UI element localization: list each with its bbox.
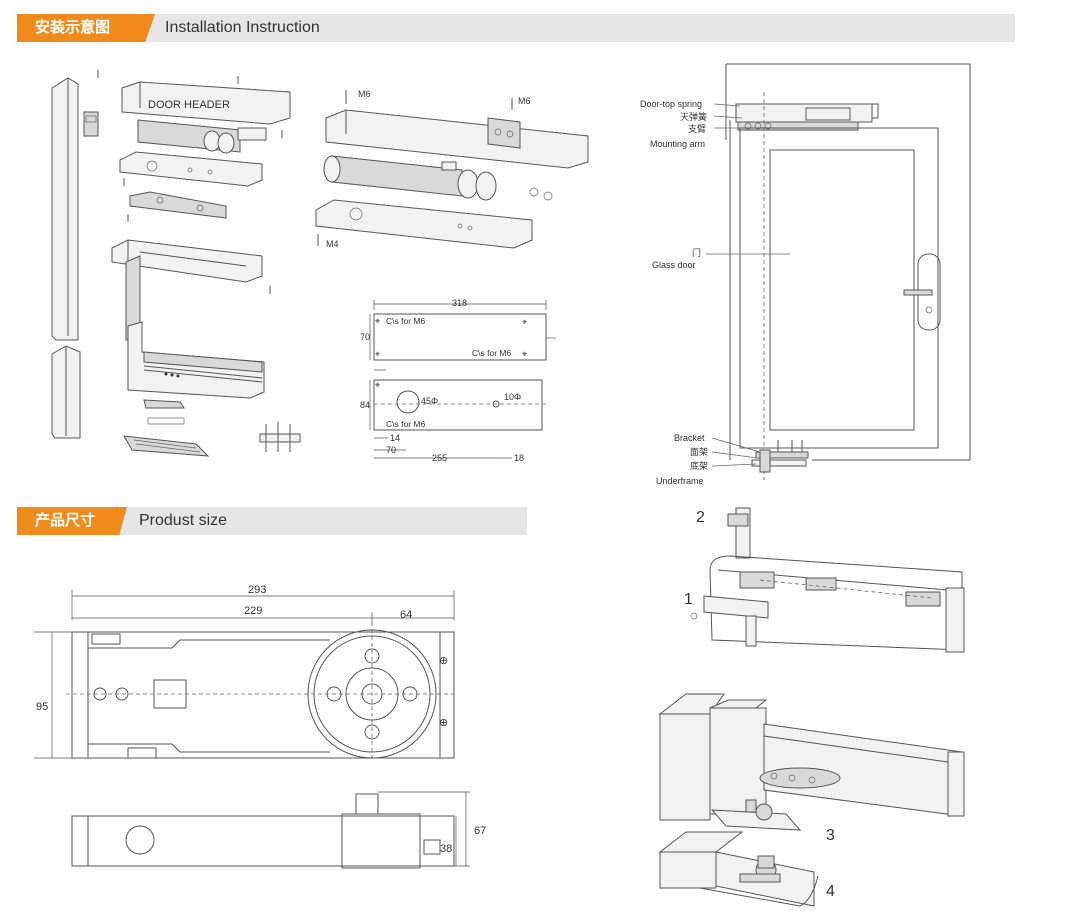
svg-text:⌖: ⌖ [375, 316, 380, 326]
dim-70b: 70 [386, 445, 396, 455]
svg-text:⌖: ⌖ [522, 317, 527, 327]
dim-293: 293 [248, 584, 266, 596]
section-header-product-size: 产品尺寸 Produst size [17, 507, 527, 535]
label-glass-door-en: Glass door [652, 260, 696, 270]
hole-label-2: C\s for M6 [472, 348, 511, 358]
svg-text:⌖: ⌖ [375, 349, 380, 359]
hole-label-3: C\s for M6 [386, 419, 425, 429]
svg-text:⌖: ⌖ [375, 380, 380, 390]
label-mounting-arm-en: Mounting arm [650, 139, 705, 149]
dia-45: 45Φ [421, 396, 438, 406]
dim-64: 64 [400, 609, 412, 621]
label-door-top-spring-cn: 天弹簧 [680, 111, 707, 122]
section-tag-product-size: 产品尺寸 [17, 507, 127, 535]
spring-assembly-detail: M6 M6 M4 [315, 89, 589, 249]
section-header-installation: 安装示意图 Installation Instruction [17, 14, 1015, 42]
svg-text:⊕: ⊕ [439, 717, 448, 729]
door-header-label: DOOR HEADER [148, 99, 230, 111]
dim-318: 318 [452, 298, 467, 308]
dim-67: 67 [474, 825, 486, 837]
assembly-views: 2 1 3 4 [658, 507, 965, 907]
dim-255: 255 [432, 453, 447, 463]
callout-3: 3 [826, 827, 835, 844]
callout-4: 4 [826, 883, 835, 900]
dim-14: 14 [390, 433, 400, 443]
dim-229: 229 [244, 605, 262, 617]
hole-label-1: C\s for M6 [386, 316, 425, 326]
glass-door-elevation: Door-top spring 天弹簧 支臂 Mounting arm 门 Gl… [640, 63, 971, 486]
label-underframe-cn: 底架 [690, 460, 708, 471]
label-bracket-cn: 面架 [690, 447, 708, 457]
dim-95: 95 [36, 701, 48, 713]
callout-1: 1 [684, 591, 693, 608]
screw-m6-label-a: M6 [358, 89, 371, 99]
svg-text:⊕: ⊕ [439, 655, 448, 667]
label-glass-door-cn: 门 [692, 247, 701, 258]
screw-m6-label-b: M6 [518, 96, 531, 106]
product-size-drawing: 293 229 64 ⊕ ⊕ 95 [34, 584, 486, 869]
plate-dimension-drawing: 318 70 C\s for M6 C\s for M6 ⌖ ⌖ ⌖ ⌖ 84 … [360, 298, 556, 463]
dia-10: 10Φ [504, 392, 521, 402]
exploded-installation-view: DOOR HEADER [51, 70, 301, 457]
section-title-product-size: Produst size [139, 512, 228, 529]
section-title-installation: Installation Instruction [165, 19, 320, 36]
svg-text:⌖: ⌖ [522, 349, 527, 359]
dim-38: 38 [440, 843, 452, 855]
screw-m4-label: M4 [326, 239, 339, 249]
dim-70: 70 [360, 332, 370, 342]
label-mounting-arm-cn: 支臂 [688, 123, 706, 134]
dim-84: 84 [360, 400, 370, 410]
label-bracket-en: Bracket [674, 433, 705, 443]
callout-2: 2 [696, 509, 705, 526]
label-door-top-spring-en: Door-top spring [640, 99, 702, 109]
dim-18: 18 [514, 453, 524, 463]
label-underframe-en: Underframe [656, 476, 704, 486]
section-tag-installation: 安装示意图 [17, 14, 155, 42]
